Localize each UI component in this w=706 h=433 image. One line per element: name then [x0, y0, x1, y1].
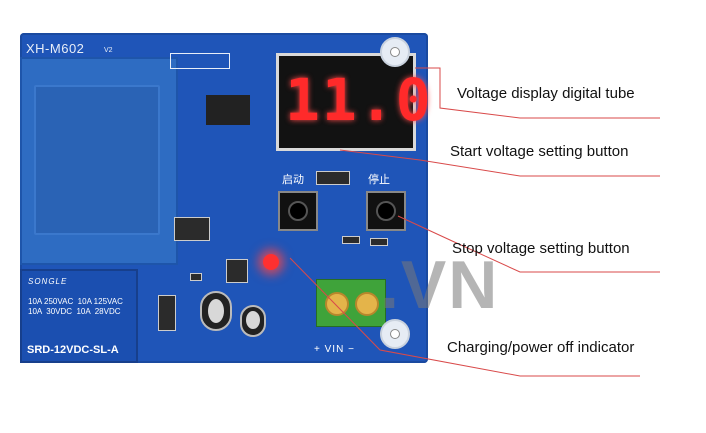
stop-button-label: 停止	[368, 174, 390, 186]
callout-line-indicator	[289, 257, 640, 377]
vin-label: + VIN −	[314, 344, 355, 355]
mounting-hole-top	[380, 37, 410, 67]
bridge-component	[226, 259, 248, 283]
callout-line-start	[339, 149, 660, 177]
terminal-screw-2	[355, 292, 379, 316]
diode-d1	[158, 295, 176, 331]
voltage-display: 11.0	[276, 53, 431, 151]
callout-start: Start voltage setting button	[450, 143, 629, 160]
mounting-hole-top-inner	[390, 47, 400, 57]
terminal-screw-1	[325, 292, 349, 316]
capacitor-top	[208, 299, 224, 323]
callout-stop: Stop voltage setting button	[452, 240, 630, 257]
vin-terminal-block	[316, 279, 386, 327]
start-button-label: 启动	[282, 174, 304, 186]
resistor-r10	[342, 236, 360, 244]
ic-chip	[206, 95, 250, 125]
smd-component	[316, 171, 350, 185]
relay: SONGLE 10A 250VAC 10A 125VAC 10A 30VDC 1…	[20, 269, 138, 363]
display-digits: 11.0	[285, 66, 433, 134]
resistor-r2	[190, 273, 202, 281]
callout-line-display	[415, 67, 660, 119]
capacitor-c8	[370, 238, 388, 246]
relay-brand: SONGLE	[28, 277, 68, 286]
callout-display: Voltage display digital tube	[457, 85, 635, 102]
electrolytic-capacitor	[200, 291, 232, 331]
regulator-chip	[174, 217, 210, 241]
pcb-model-label: XH-M602	[26, 41, 85, 56]
stop-voltage-button[interactable]	[366, 191, 406, 231]
start-voltage-button[interactable]	[278, 191, 318, 231]
transformer	[20, 57, 178, 265]
pcb-board: XH-M602 V2 SONGLE 10A 250VAC 10A 125VAC …	[20, 33, 431, 363]
relay-specs: 10A 250VAC 10A 125VAC 10A 30VDC 10A 28VD…	[28, 297, 123, 316]
start-button-cap	[288, 201, 308, 221]
transformer-core	[34, 85, 160, 235]
pin-header	[170, 53, 230, 69]
small-capacitor-top	[246, 311, 260, 329]
relay-model: SRD-12VDC-SL-A	[27, 344, 119, 356]
small-capacitor	[240, 305, 266, 337]
stop-button-cap	[376, 201, 396, 221]
mounting-hole-bottom	[380, 319, 410, 349]
callout-indicator: Charging/power off indicator	[447, 339, 635, 356]
pcb-version-label: V2	[104, 47, 113, 54]
mounting-hole-bottom-inner	[390, 329, 400, 339]
watermark: .VN	[380, 247, 500, 323]
callout-line-stop	[397, 215, 660, 273]
charging-indicator-led	[263, 254, 279, 270]
